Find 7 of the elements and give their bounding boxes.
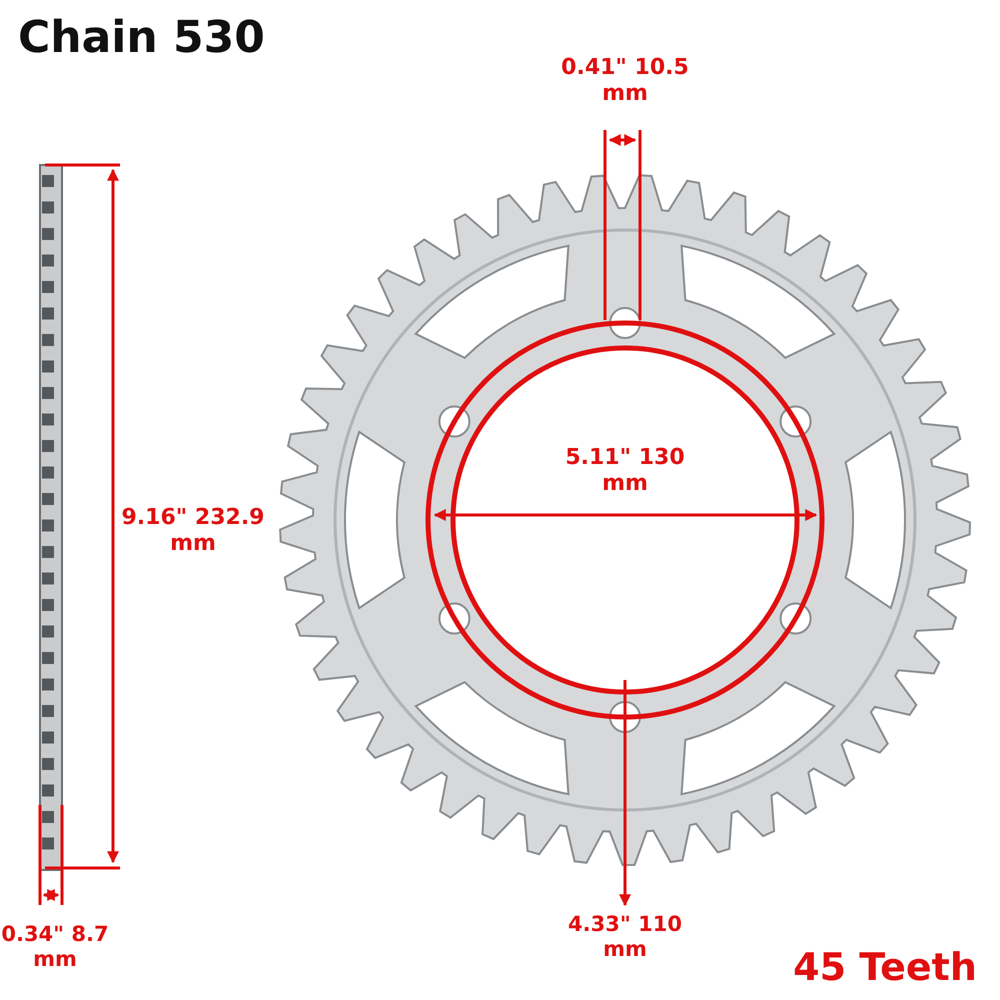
dimension-label: 5.11" 130 mm (564, 445, 686, 498)
dimension-label: 9.16" 232.9 mm (120, 505, 266, 558)
title: Chain 530 (18, 12, 265, 65)
dimension-label: 0.34" 8.7 mm (0, 922, 110, 972)
teeth-count: 45 Teeth (792, 945, 978, 991)
dimension-label: 0.41" 10.5 mm (560, 55, 690, 108)
dimension-label: 4.33" 110 mm (567, 912, 683, 962)
